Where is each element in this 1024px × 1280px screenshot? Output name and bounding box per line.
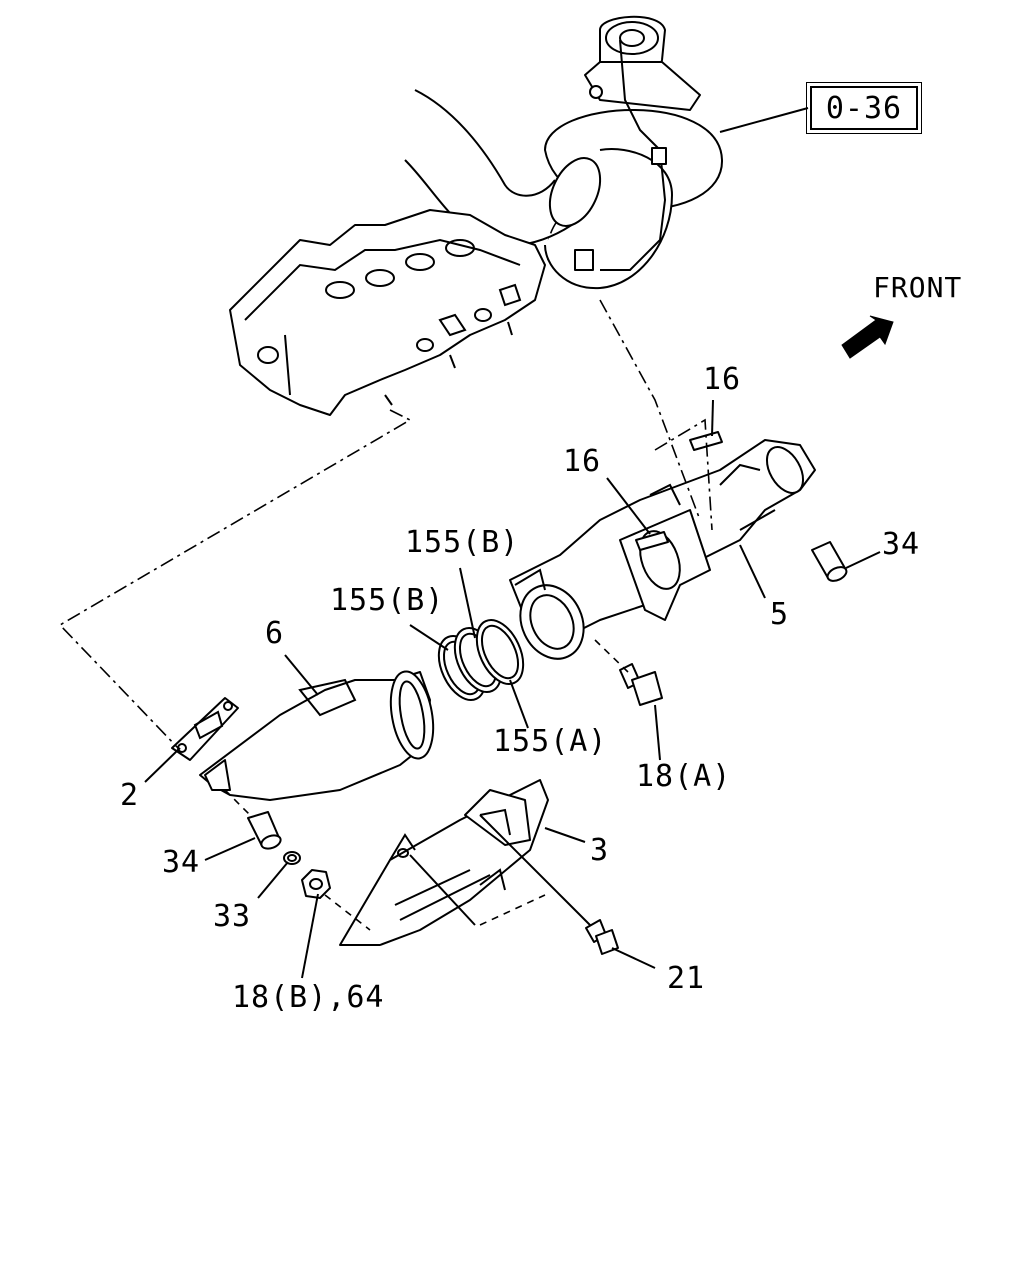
gasket-part-2 [171,697,239,761]
turbocharger [544,15,724,290]
bolt-21 [585,919,619,955]
adapter-part-5 [509,439,816,660]
callout-16-lower: 16 [563,444,602,479]
callout-18b-64: 18(B),64 [232,980,385,1015]
leader-lines [144,107,881,979]
bolt-18a [619,663,663,706]
spacer-34-right [811,541,848,582]
callout-5: 5 [770,597,790,632]
washer-33 [283,851,301,865]
exhaust-pipe [404,89,602,247]
callout-21: 21 [667,961,706,996]
reference-box: 0-36 [806,82,922,134]
callout-18a: 18(A) [636,759,732,794]
callout-34-right: 34 [882,527,921,562]
stud-16-upper [689,431,723,451]
callout-3: 3 [590,833,610,868]
front-label: FRONT [873,271,963,304]
exhaust-pipe-part-6 [199,670,435,801]
heat-shield-part-3 [339,779,549,946]
cylinder-head [229,209,546,416]
front-arrow-icon [841,315,894,359]
callout-155a: 155(A) [493,724,608,759]
callout-2: 2 [120,778,140,813]
assembly-lines [58,299,713,931]
callout-155b-upper: 155(B) [405,525,520,560]
nut-18b [301,869,331,899]
stud-16-lower [635,531,669,551]
callout-34-left: 34 [162,845,201,880]
o-rings-155 [437,619,525,701]
callout-33: 33 [213,899,252,934]
callout-155b-lower: 155(B) [330,583,445,618]
spacer-34-left [247,811,282,850]
callout-6: 6 [265,616,285,651]
callout-16-upper: 16 [703,362,742,397]
reference-box-label: 0-36 [825,90,903,126]
